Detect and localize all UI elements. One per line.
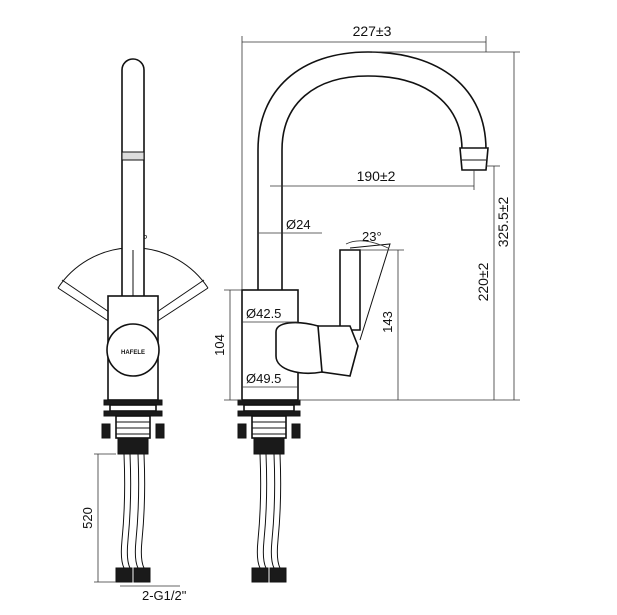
side-handle-disc <box>106 323 160 377</box>
overall-width-label: 227±3 <box>353 23 392 39</box>
front-view: 227±3 190±2 Ø24 23° Ø42.5 Ø49.5 104 143 … <box>212 23 520 583</box>
side-shank <box>115 415 151 439</box>
side-view: 90° HAFELE 520 2-G1/2" <box>57 58 209 603</box>
spout-height-label: 220±2 <box>475 262 491 301</box>
handle-lever <box>339 249 361 331</box>
spout-outlet <box>459 147 489 171</box>
overall-height-label: 325.5±2 <box>495 197 511 248</box>
front-hose <box>256 453 262 569</box>
spout-reach-label: 190±2 <box>357 168 396 184</box>
side-hose <box>120 453 126 569</box>
connection-label: 2-G1/2" <box>142 588 187 603</box>
handle-angle-arc <box>345 240 389 249</box>
body-diameter-bottom-label: Ø49.5 <box>246 371 281 386</box>
handle-height-label: 143 <box>380 311 395 333</box>
hose-length-label: 520 <box>80 507 95 529</box>
side-spout <box>121 58 145 301</box>
spout-diameter-label: Ø24 <box>286 217 311 232</box>
body-height-label: 104 <box>212 334 227 356</box>
body-diameter-top-label: Ø42.5 <box>246 306 281 321</box>
handle-angle-label: 23° <box>362 229 382 244</box>
front-shank <box>251 415 287 439</box>
brand-logo: HAFELE <box>121 350 145 356</box>
